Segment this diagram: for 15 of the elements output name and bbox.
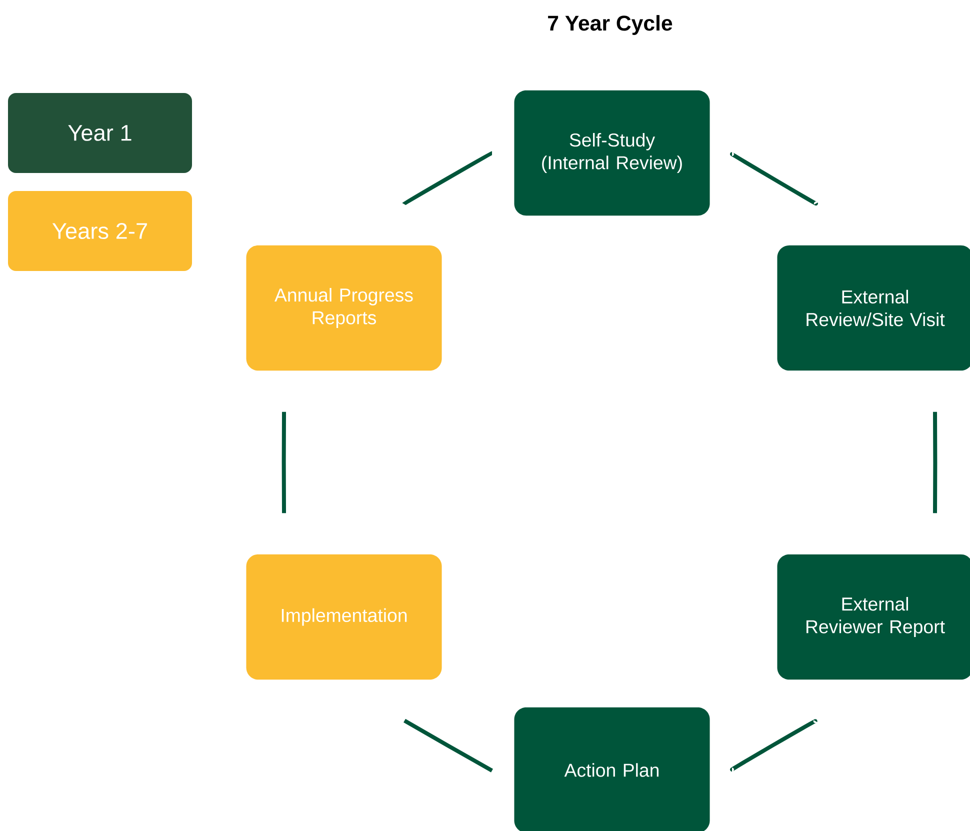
process-box: Implementation xyxy=(246,554,442,680)
arc-connector xyxy=(403,718,493,772)
arc-connector xyxy=(282,412,286,514)
arc-connector xyxy=(402,151,493,206)
legend-box: Year 1 xyxy=(8,93,192,173)
process-box: Action Plan xyxy=(514,707,710,831)
legend-box: Years 2-7 xyxy=(8,191,192,271)
process-box: External Reviewer Report xyxy=(777,554,970,680)
process-box: Self-Study (Internal Review) xyxy=(514,90,710,216)
arc-connector xyxy=(730,152,817,206)
title: 7 Year Cycle xyxy=(548,15,672,35)
arc-connector xyxy=(730,719,816,772)
process-box: Annual Progress Reports xyxy=(246,245,442,371)
arc-connector xyxy=(933,412,938,514)
process-box: External Review/Site Visit xyxy=(777,245,970,371)
